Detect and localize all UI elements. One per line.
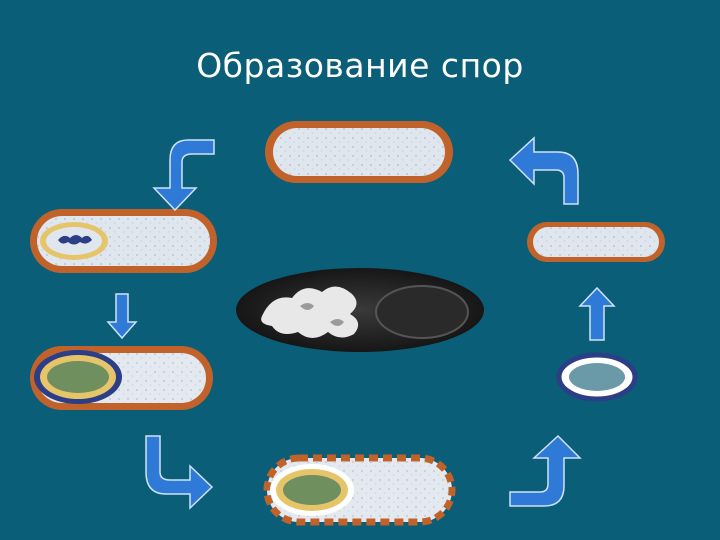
vegetative-cell-top (265, 121, 453, 183)
spore-micrograph (236, 268, 484, 352)
arrow-right-up (580, 288, 614, 340)
cell-forespore-stage (30, 346, 213, 410)
cell-nucleoid-stage (30, 209, 217, 273)
arrow-left-to-bottom (146, 436, 212, 508)
arrow-left-down-1 (108, 294, 136, 338)
arrow-bottom-to-right (510, 436, 580, 506)
germinating-cell (527, 222, 665, 262)
arrow-top-to-left (154, 140, 214, 210)
arrow-right-to-top (510, 138, 578, 204)
cell-mature-endospore (267, 458, 452, 522)
free-spore (559, 355, 635, 399)
